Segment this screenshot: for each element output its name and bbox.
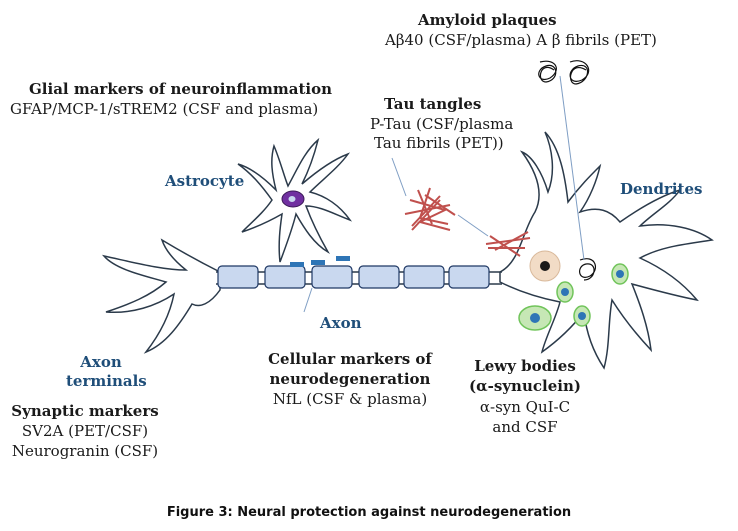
neuron-body-outline — [499, 131, 714, 370]
myelin-segment — [264, 265, 306, 289]
soma-nucleolus — [540, 261, 550, 271]
lewy-bodies — [518, 263, 629, 331]
myelin-segment — [217, 265, 259, 289]
tau-detail-1: P-Tau (CSF/plasma — [370, 115, 514, 133]
synapse-marker — [336, 256, 350, 261]
amyloid-plaques — [538, 60, 597, 281]
pointer-line — [457, 214, 489, 237]
tau-detail-2: Tau fibrils (PET)) — [374, 134, 504, 152]
axon-terminals-label-2: terminals — [66, 372, 147, 390]
myelin-sheaths — [217, 265, 490, 289]
astrocyte-nucleolus — [288, 196, 296, 202]
myelin-segment — [358, 265, 400, 289]
lewy-title-1: Lewy bodies — [474, 357, 576, 375]
dendrites-label: Dendrites — [620, 180, 703, 198]
axon-terminals-label-1: Axon — [80, 353, 122, 371]
amyloid-title: Amyloid plaques — [418, 11, 557, 29]
amyloid-detail: Aβ40 (CSF/plasma) A β fibrils (PET) — [385, 31, 657, 49]
neuron-diagram — [101, 60, 714, 370]
lewy-core — [530, 313, 540, 323]
astrocyte-label: Astrocyte — [165, 172, 245, 190]
axon-terminals-outline — [101, 238, 221, 354]
synaptic-title: Synaptic markers — [11, 402, 159, 420]
synapse-marker — [311, 260, 325, 265]
lewy-core — [561, 288, 569, 296]
tau-title: Tau tangles — [384, 95, 482, 113]
pointer-line — [391, 157, 407, 197]
cellular-title-1: Cellular markers of — [268, 350, 432, 368]
cellular-detail: NfL (CSF & plasma) — [272, 390, 428, 408]
figure-caption: Figure 3: Neural protection against neur… — [166, 505, 572, 520]
synaptic-detail-2: Neurogranin (CSF) — [11, 442, 159, 460]
lewy-core — [616, 270, 624, 278]
pointer-line — [303, 287, 313, 313]
pointer-line — [559, 75, 585, 261]
myelin-segment — [448, 265, 490, 289]
astrocyte-outline — [237, 137, 353, 263]
lewy-title-2: (α-synuclein) — [469, 377, 581, 395]
myelin-segment — [311, 265, 353, 289]
lewy-detail-1: α-syn QuI-C — [479, 398, 571, 416]
lewy-detail-2: and CSF — [492, 418, 558, 436]
lewy-core — [578, 312, 586, 320]
synapse-marker — [290, 262, 304, 267]
glial-title: Glial markers of neuroinflammation — [29, 80, 333, 98]
myelin-segment — [403, 265, 445, 289]
axon-label: Axon — [320, 314, 362, 332]
tau-tangles — [404, 187, 531, 257]
glial-detail: GFAP/MCP-1/sTREM2 (CSF and plasma) — [10, 100, 319, 118]
synaptic-detail-1: SV2A (PET/CSF) — [21, 422, 149, 440]
cellular-title-2: neurodegeneration — [269, 370, 431, 388]
